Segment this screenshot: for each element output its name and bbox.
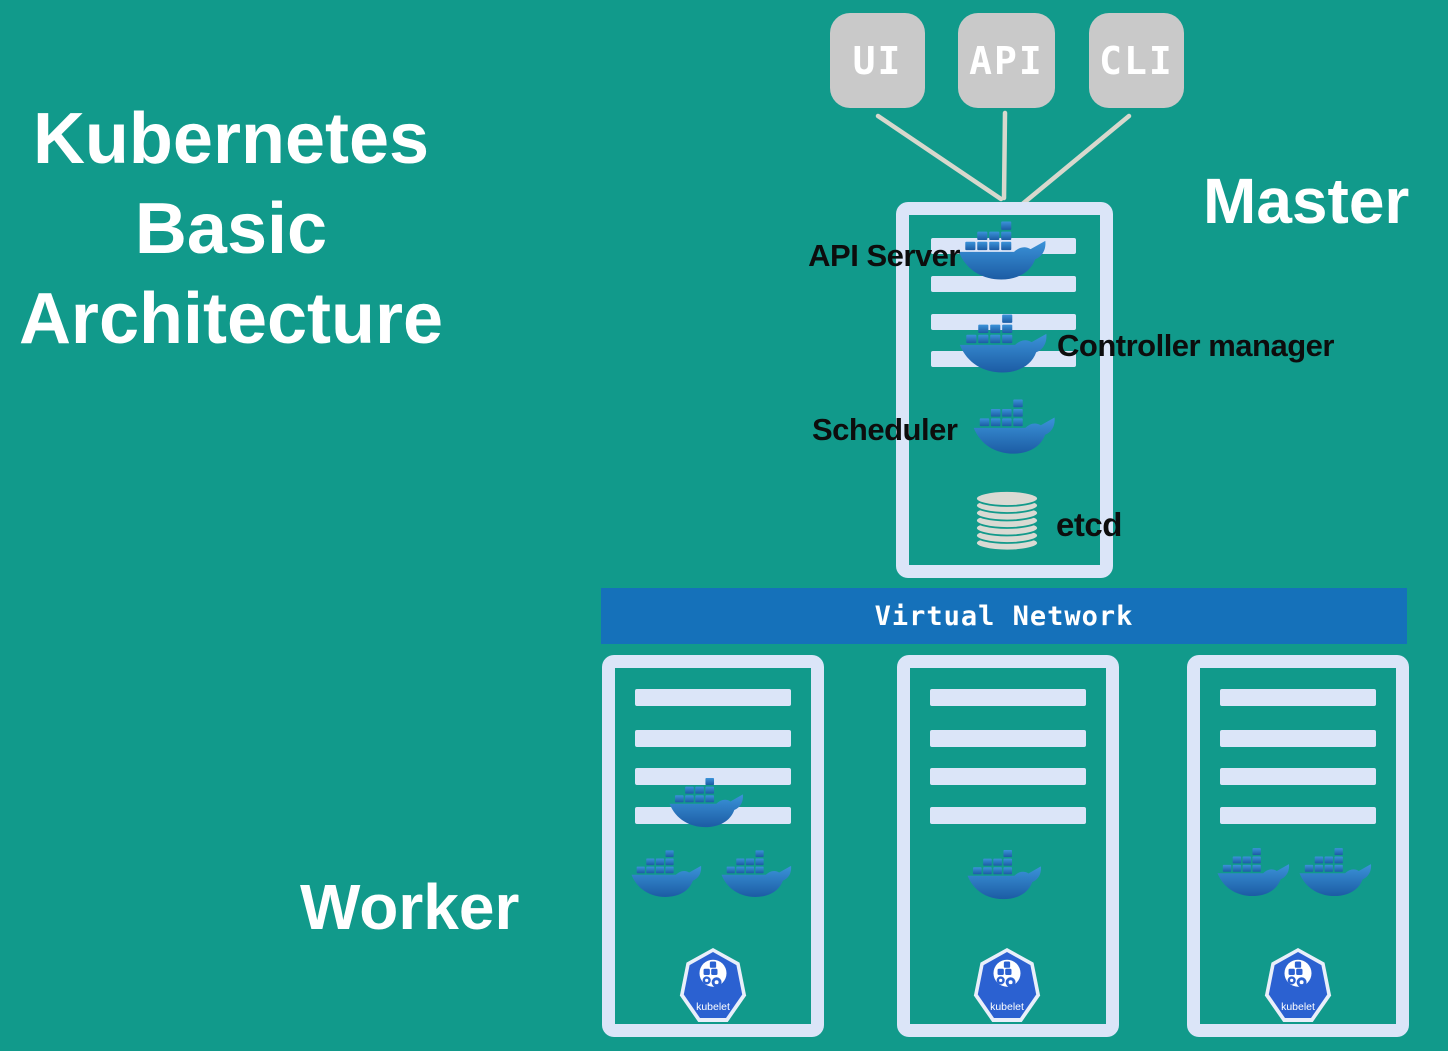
connector-ui-to-master [875,113,1004,202]
kubernetes-kubelet-badge-icon: kubelet [679,948,747,1022]
client-box-ui: UI [830,13,925,108]
kubelet-emblem [699,959,727,988]
docker-icon [720,848,794,900]
server-slot-bar [1220,768,1376,785]
virtual-network-banner: Virtual Network [601,588,1407,644]
kubelet-label: kubelet [990,1001,1024,1013]
docker-icon-api-server [957,220,1049,282]
master-role-label: Master [1203,165,1410,237]
page-title: Kubernetes Basic Architecture [0,94,462,364]
page-title-line-2: Basic [134,189,328,269]
docker-icon [1216,846,1292,899]
kubelet-label: kubelet [1281,1001,1315,1013]
worker-node-frame [602,655,824,1037]
client-box-cli: CLI [1089,13,1184,108]
worker-node-1: kubelet [602,655,824,1037]
server-slot-bar [930,807,1086,824]
docker-icon [630,848,704,900]
etcd-label: etcd [1056,506,1122,543]
controller-manager-label: Controller manager [1057,328,1334,363]
api-server-label: API Server [808,238,960,273]
kubelet-emblem [993,959,1021,988]
client-ui-label: UI [852,38,903,83]
server-slot-bar [635,689,791,706]
page-title-line-1: Kubernetes [32,99,430,179]
server-slot-bar [1220,807,1376,824]
client-api-label: API [969,38,1044,83]
server-slot-bar [1220,689,1376,706]
virtual-network-label: Virtual Network [874,600,1134,632]
kubelet-emblem [1284,959,1312,988]
docker-icon [1298,846,1374,899]
server-slot-bar [930,689,1086,706]
worker-node-frame [897,655,1119,1037]
server-slot-bar [931,276,1076,292]
worker-node-3: kubelet [1187,655,1409,1037]
master-node-box [896,202,1113,578]
worker-node-frame [1187,655,1409,1037]
server-slot-bar [1220,730,1376,747]
server-slot-bar [635,768,791,785]
server-slot-bar [635,730,791,747]
docker-icon-controller-manager [958,313,1050,375]
docker-icon [966,848,1044,902]
server-slot-bar [930,730,1086,747]
worker-role-label: Worker [300,871,520,943]
database-cylinder-icon-etcd [973,490,1041,552]
client-cli-label: CLI [1099,38,1174,83]
docker-icon-scheduler [972,398,1058,456]
page-title-line-3: Architecture [18,279,444,359]
master-node-frame [896,202,1113,578]
scheduler-label: Scheduler [812,412,958,447]
docker-icon [668,776,746,830]
kubernetes-kubelet-badge-icon: kubelet [973,948,1041,1022]
connector-api-to-master [1001,110,1008,201]
server-slot-bar [930,768,1086,785]
connector-cli-to-master [1011,113,1132,214]
kubelet-label: kubelet [696,1001,730,1013]
client-box-api: API [958,13,1055,108]
kubernetes-kubelet-badge-icon: kubelet [1264,948,1332,1022]
worker-node-2: kubelet [897,655,1119,1037]
